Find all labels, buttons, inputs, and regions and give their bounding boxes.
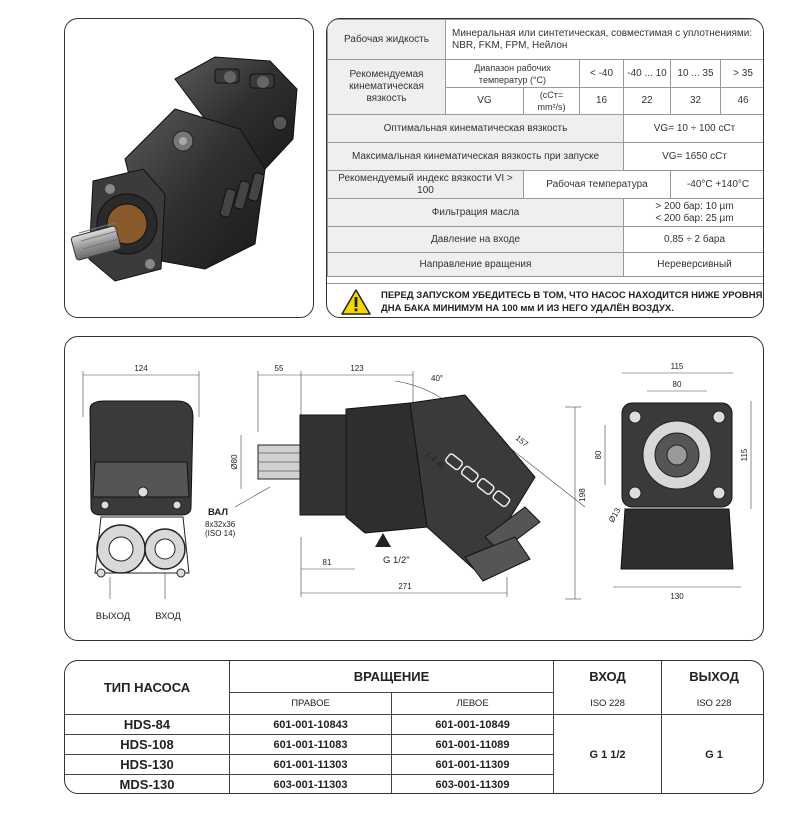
dimension-drawing-panel: 124 ВЫХОД ВХОД ВАЛ 8x32x36 (ISO 14) [64,336,764,641]
dim-271: 271 [398,582,412,591]
visc-val-2: 22 [623,87,671,115]
optimal-label: Оптимальная кинематическая вязкость [327,114,624,143]
outlet-std: ISO 228 [661,692,763,715]
front-view: 124 ВЫХОД ВХОД [82,364,200,622]
dim-81: 81 [323,558,332,567]
order-table: ТИП НАСОСА ВРАЩЕНИЕ ВХОД ВЫХОД ПРАВОЕ ЛЕ… [65,661,763,793]
type-header: ТИП НАСОСА [65,661,230,715]
visc-val-3: 32 [670,87,721,115]
inlet-value: G 1 1/2 [553,714,663,793]
right-code: 601-001-11083 [229,734,392,755]
right-code: 601-001-11303 [229,754,392,775]
table-row: HDS-130 601-001-11303 601-001-11309 [65,754,763,775]
port-label: G 1/2" [383,555,410,566]
dim-130: 130 [670,592,684,601]
dimension-drawing: 124 ВЫХОД ВХОД ВАЛ 8x32x36 (ISO 14) [82,362,752,622]
dim-115-top: 115 [671,362,684,371]
dim-80-top: 80 [673,380,682,389]
inlet-std: ISO 228 [553,692,663,715]
table-row: HDS-108 601-001-11083 601-001-11089 [65,734,763,755]
visc-label: Рекомендуемая кинематическая вязкость [327,59,446,115]
temp-col-3: 10 ... 35 [670,59,721,88]
vi-label: Рекомендуемый индекс вязкости VI > 100 [327,170,524,199]
work-temp-value: -40°С +140°С [669,170,763,199]
inlet-pressure-value: 0,85 ÷ 2 бара [622,226,763,253]
right-header: ПРАВОЕ [229,692,392,715]
pump-type: HDS-84 [65,714,230,735]
left-header: ЛЕВОЕ [390,692,555,715]
vg-label: VG [445,87,524,115]
filter-line-2: < 200 бар: 25 µm [655,212,734,224]
pump-type: MDS-130 [65,774,230,793]
rear-view: 115 80 80 115 Ø13 130 [594,362,752,601]
inlet-header: ВХОД [553,661,663,693]
fluid-value: Минеральная или синтетическая, совместим… [444,19,763,60]
visc-val-1: 16 [579,87,624,115]
shaft-spec: 8x32x36 [205,520,236,529]
dim-115-side: 115 [740,448,749,461]
dim-d80: Ø80 [230,454,239,470]
left-code: 603-001-11309 [390,774,555,793]
dim-d13: Ø13 [607,506,623,524]
shaft-iso: (ISO 14) [205,529,236,538]
max-start-value: VG= 1650 сСт [622,142,763,171]
inlet-callout: ВХОД [155,611,181,622]
max-start-label: Максимальная кинематическая вязкость при… [327,142,624,171]
left-code: 601-001-11089 [390,734,555,755]
outlet-header: ВЫХОД [661,661,763,693]
outlet-value: G 1 [661,714,763,793]
right-code: 601-001-10843 [229,714,392,735]
shaft-title: ВАЛ [208,507,228,518]
warning-icon [341,288,371,315]
side-view: ВАЛ 8x32x36 (ISO 14) 55 123 40° 157 198 … [205,364,587,600]
dim-123: 123 [350,364,364,373]
fluid-label: Рабочая жидкость [327,19,446,60]
pump-type: HDS-108 [65,734,230,755]
pump-photo-panel [64,18,314,318]
right-code: 603-001-11303 [229,774,392,793]
temp-col-2: -40 ... 10 [623,59,671,88]
work-temp-label: Рабочая температура [523,170,671,199]
visc-val-4: 46 [719,87,763,115]
temp-range-label: Диапазон рабочих температур (°С) [445,59,580,88]
pump-type: HDS-130 [65,754,230,775]
filter-value: > 200 бар: 10 µm < 200 бар: 25 µm [622,198,763,227]
left-code: 601-001-11309 [390,754,555,775]
warning-row: ПЕРЕД ЗАПУСКОМ УБЕДИТЕСЬ В ТОМ, ЧТО НАСО… [327,283,763,317]
dim-80-side: 80 [594,450,603,459]
filter-line-1: > 200 бар: 10 µm [655,200,734,212]
table-row: HDS-84 601-001-10843 601-001-10849 G 1 1… [65,714,763,793]
order-panel: ТИП НАСОСА ВРАЩЕНИЕ ВХОД ВЫХОД ПРАВОЕ ЛЕ… [64,660,764,794]
rotation-header: ВРАЩЕНИЕ [228,661,555,693]
dim-157: 157 [514,433,530,449]
rotation-label: Направление вращения [327,252,624,277]
table-row: MDS-130 603-001-11303 603-001-11309 [65,774,763,793]
warning-text: ПЕРЕД ЗАПУСКОМ УБЕДИТЕСЬ В ТОМ, ЧТО НАСО… [381,289,763,314]
inlet-pressure-label: Давление на входе [327,226,624,253]
dim-55: 55 [275,364,284,373]
temp-col-4: > 35 [719,59,763,88]
dim-198: 198 [578,488,587,502]
vg-unit: (сСт= mm²/s) [523,87,580,115]
dim-front-width: 124 [134,364,148,373]
pump-photo [70,56,298,282]
left-code: 601-001-10849 [390,714,555,735]
rotation-value: Нереверсивный [622,252,763,277]
outlet-callout: ВЫХОД [96,611,131,622]
spec-panel: Рабочая жидкость Минеральная или синтети… [326,18,764,318]
spec-table: Рабочая жидкость Минеральная или синтети… [327,19,763,277]
temp-col-1: < -40 [579,59,624,88]
optimal-value: VG= 10 ÷ 100 сСт [622,114,763,143]
dim-angle: 40° [431,374,443,383]
filter-label: Фильтрация масла [327,198,624,227]
